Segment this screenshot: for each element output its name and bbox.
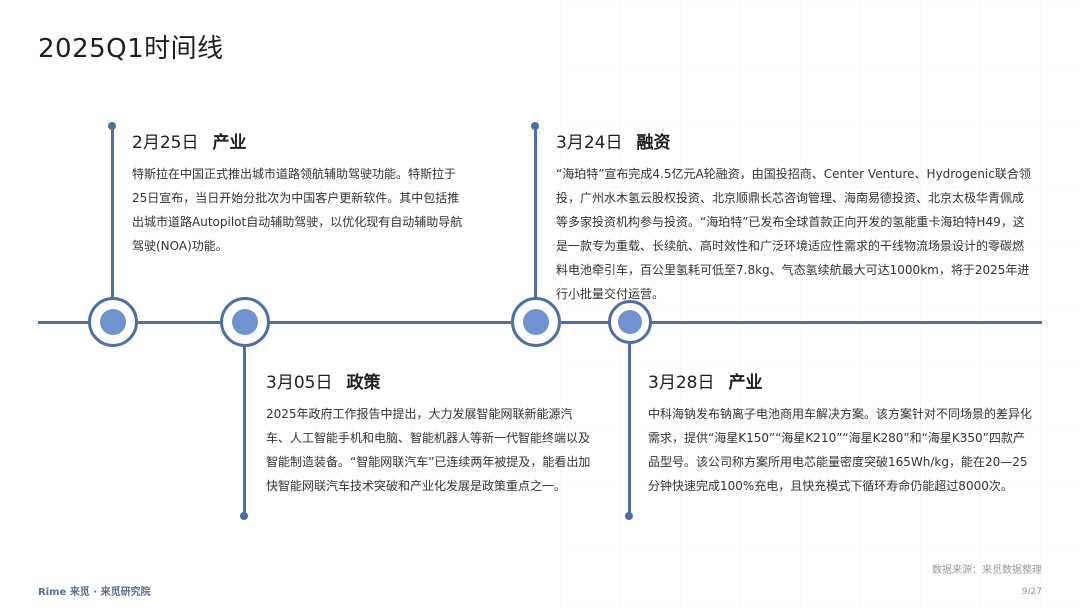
event-heading-2: 3月05日政策: [266, 368, 380, 393]
connector-line-1: [111, 126, 114, 298]
connector-line-3: [534, 126, 537, 298]
brand-logo: Rime 来觅 · 来觅研究院: [38, 587, 151, 598]
event-category-3: 融资: [636, 133, 671, 153]
data-source: 数据来源：来觅数据整理: [932, 565, 1042, 576]
connector-dot-2: [240, 512, 248, 520]
timeline-node-4: [608, 300, 652, 344]
event-category-4: 产业: [728, 373, 763, 393]
connector-dot-3: [531, 122, 539, 130]
page-title: 2025Q1时间线: [38, 34, 224, 64]
event-heading-1: 2月25日产业: [132, 128, 246, 153]
event-date-2: 3月05日: [266, 373, 333, 393]
event-category-2: 政策: [346, 373, 381, 393]
event-text-1: 特斯拉在中国正式推出城市道路领航辅助驾驶功能。特斯拉于25日宣布，当日开始分批次…: [132, 167, 463, 253]
background-decoration: [560, 0, 1080, 608]
timeline-node-3: [511, 297, 561, 347]
timeline-node-2: [220, 297, 270, 347]
event-date-4: 3月28日: [648, 373, 715, 393]
connector-line-4: [628, 344, 631, 516]
page-number: 9/27: [1021, 587, 1042, 597]
event-heading-4: 3月28日产业: [648, 368, 762, 393]
connector-dot-4: [625, 512, 633, 520]
connector-dot-1: [108, 122, 116, 130]
event-text-2: 2025年政府工作报告中提出，大力发展智能网联新能源汽车、人工智能手机和电脑、智…: [266, 407, 591, 493]
event-date-3: 3月24日: [556, 133, 623, 153]
connector-line-2: [243, 346, 246, 516]
timeline-node-1: [88, 297, 138, 347]
event-category-1: 产业: [212, 133, 247, 153]
event-text-3: “海珀特”宣布完成4.5亿元A轮融资，由国投招商、Center Venture、…: [556, 167, 1031, 301]
event-heading-3: 3月24日融资: [556, 128, 670, 153]
event-date-1: 2月25日: [132, 133, 199, 153]
event-text-4: 中科海钠发布钠离子电池商用车解决方案。该方案针对不同场景的差异化需求，提供“海星…: [648, 407, 1033, 493]
